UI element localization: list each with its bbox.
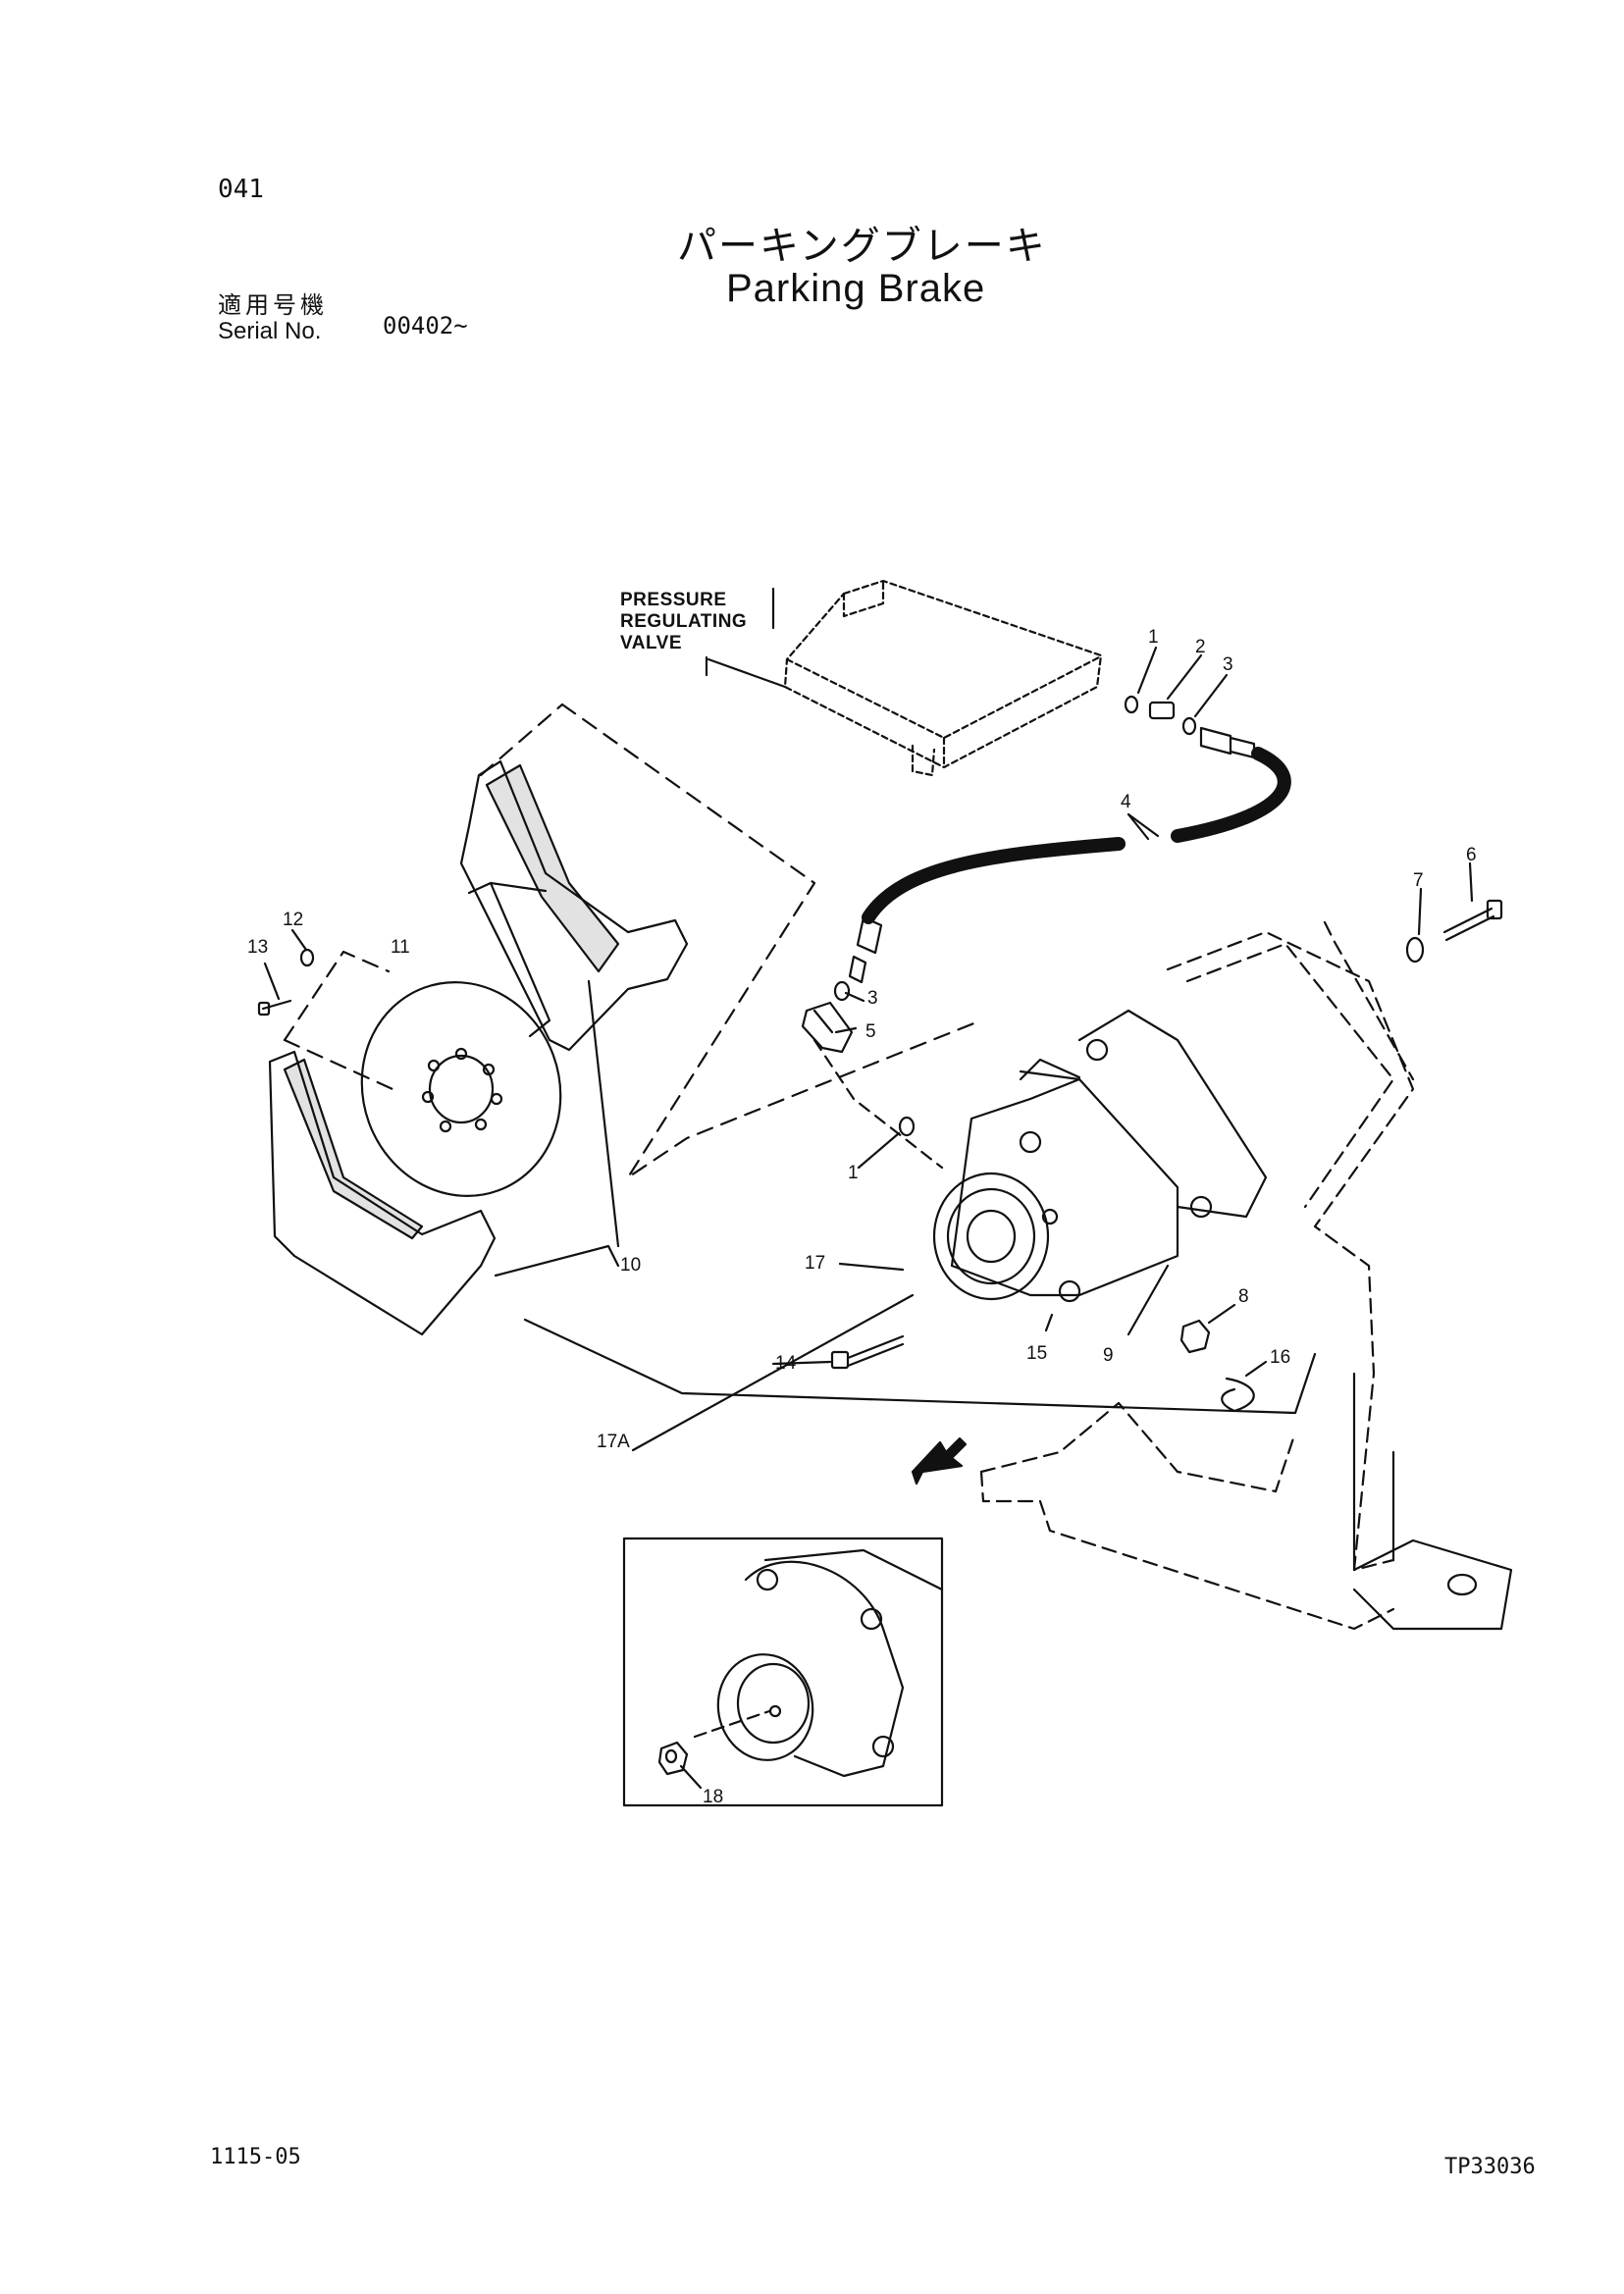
valve-label-line-1: PRESSURE [620, 590, 727, 610]
callout-4: 4 [1121, 792, 1131, 812]
serial-label-japanese: 適用号機 [218, 291, 328, 319]
callout-7: 7 [1413, 870, 1424, 891]
callout-9: 9 [1103, 1345, 1114, 1366]
callout-1-lower: 1 [848, 1163, 859, 1183]
callout-11: 11 [391, 937, 410, 958]
callout-16: 16 [1270, 1347, 1291, 1368]
brake-pad-lower [268, 1050, 497, 1336]
footer-code-right: TP33036 [1444, 2155, 1536, 2179]
callout-15: 15 [1026, 1343, 1048, 1364]
pressure-regulating-valve [783, 579, 1103, 777]
callout-17: 17 [805, 1253, 826, 1274]
frame-bracket [979, 920, 1415, 1631]
nut-and-pin [1179, 1303, 1268, 1413]
brake-caliper-assembly [932, 1009, 1268, 1303]
bolt-long [771, 1334, 905, 1370]
inset-detail [622, 1537, 944, 1807]
callout-12: 12 [283, 910, 304, 930]
brake-pad-upper [459, 759, 689, 1052]
callout-17a: 17A [597, 1432, 630, 1452]
valve-label-line-2: REGULATING [620, 611, 748, 632]
callout-3-lower: 3 [867, 988, 878, 1009]
callout-10: 10 [620, 1255, 642, 1276]
callout-18: 18 [703, 1787, 724, 1807]
callout-6: 6 [1466, 845, 1477, 865]
title-english: Parking Brake [726, 267, 986, 310]
serial-label-english: Serial No. [218, 318, 322, 344]
footer-code-left: 1115-05 [210, 2145, 301, 2169]
title-japanese: パーキングブレーキ [677, 224, 1047, 269]
bolt-washer-bracket [1405, 861, 1503, 964]
callout-3-top: 3 [1223, 654, 1233, 675]
callout-8: 8 [1238, 1286, 1249, 1307]
hydraulic-hose [862, 747, 1291, 924]
callout-2: 2 [1195, 637, 1206, 657]
bolt-washer-small [257, 928, 315, 1017]
direction-arrow [911, 1436, 968, 1486]
frame-bracket-solid [1352, 1372, 1513, 1631]
valve-fittings-top [1124, 646, 1256, 759]
serial-number-value: 00402~ [383, 312, 468, 339]
pressure-regulating-valve-label: PRESSURE REGULATING VALVE [620, 590, 747, 654]
callout-5: 5 [865, 1021, 876, 1042]
callout-1-top: 1 [1148, 627, 1159, 648]
callout-13: 13 [247, 937, 269, 958]
valve-label-line-3: VALVE [620, 633, 683, 653]
callout-14: 14 [775, 1353, 797, 1374]
page-number: 041 [218, 175, 264, 204]
brake-disc [360, 981, 562, 1197]
